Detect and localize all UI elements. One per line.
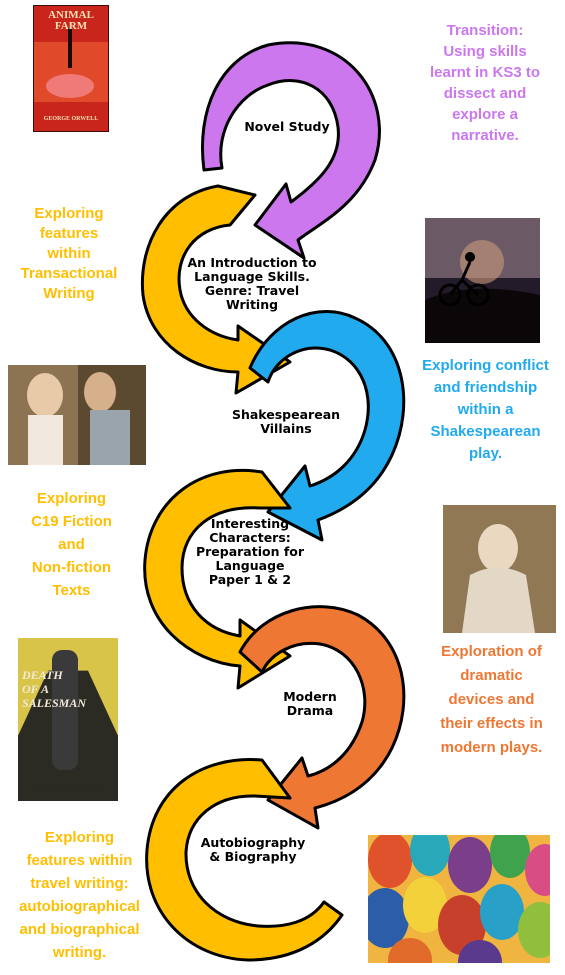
havisham-photo bbox=[443, 505, 556, 633]
faces-collage bbox=[368, 835, 550, 963]
salesman-author: BY ARTHUR MILLER bbox=[37, 787, 99, 793]
salesman-title: DEATH OF A SALESMAN bbox=[22, 668, 87, 710]
romeo-juliet-photo bbox=[8, 365, 146, 465]
note-dramatic-devices: Exploration of dramatic devices and thei… bbox=[440, 643, 543, 756]
animal-farm-title: ANIMAL FARM bbox=[48, 9, 94, 32]
note-travel-writing: Exploring features within travel writing… bbox=[19, 829, 140, 961]
death-of-a-salesman-cover: DEATH OF A SALESMAN BY ARTHUR MILLER bbox=[18, 638, 118, 801]
unit-autobiography: Autobiography & Biography bbox=[200, 835, 306, 864]
unit-interesting-characters: Interesting Characters: Preparation for … bbox=[195, 516, 305, 587]
arrow-novel-study bbox=[201, 41, 381, 260]
animal-farm-author: GEORGE ORWELL bbox=[43, 116, 99, 122]
unit-novel-study: Novel Study bbox=[244, 119, 330, 134]
unit-shakespearean-villains: Shakespearean Villains bbox=[231, 407, 341, 436]
arrow-modern-drama bbox=[238, 605, 406, 830]
unit-modern-drama: Modern Drama bbox=[283, 689, 337, 718]
arrow-shakespeare bbox=[248, 309, 406, 542]
arrow-language-skills bbox=[140, 184, 292, 395]
unit-language-skills: An Introduction to Language Skills. Genr… bbox=[187, 255, 317, 312]
pig-icon bbox=[46, 74, 94, 98]
note-c19-fiction: Exploring C19 Fiction and Non-fiction Te… bbox=[31, 490, 112, 599]
note-shakespeare-play: Exploring conflict and friendship within… bbox=[422, 357, 549, 462]
arrow-autobiography bbox=[145, 758, 344, 962]
figure-icon bbox=[52, 650, 78, 770]
cyclist-photo bbox=[425, 218, 540, 343]
note-transactional-writing: Exploring features within Transactional … bbox=[20, 205, 118, 302]
note-transition: Transition: Using skills learnt in KS3 t… bbox=[429, 22, 541, 144]
animal-farm-cover: ANIMAL FARM GEORGE ORWELL bbox=[33, 5, 109, 132]
